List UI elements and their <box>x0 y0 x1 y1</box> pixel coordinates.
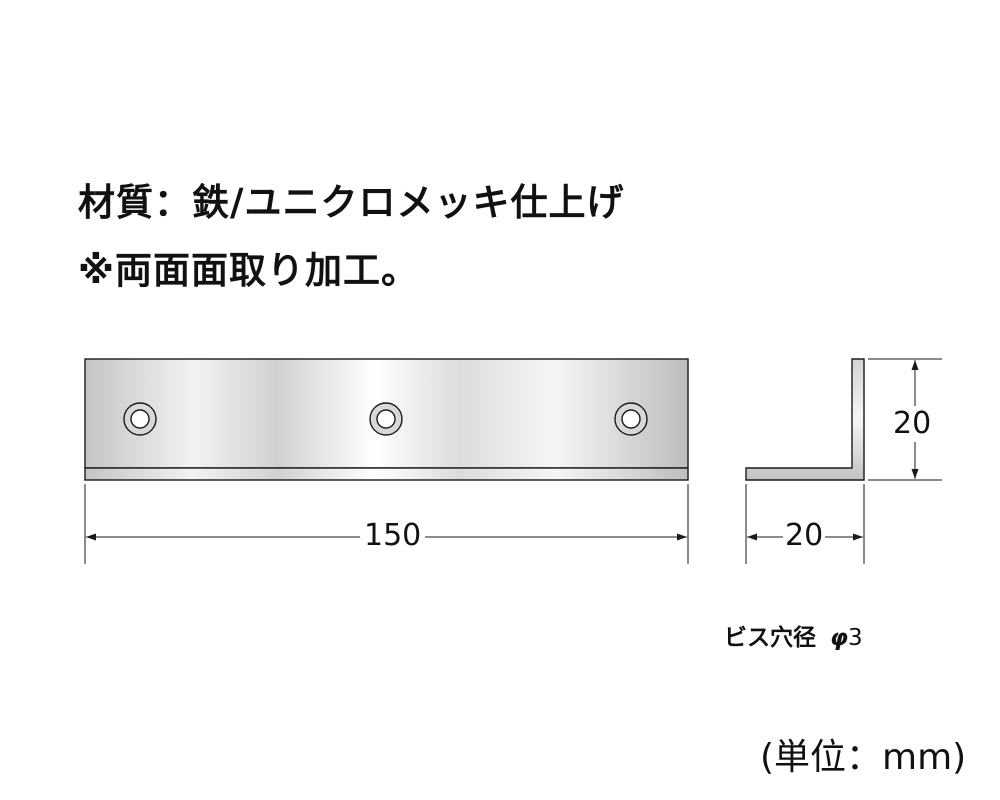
unit-note: (単位：mm) <box>760 737 967 778</box>
screw-hole-right <box>614 402 648 436</box>
height-dimension-label: 20 <box>893 406 932 442</box>
bracket-side-view <box>745 358 865 481</box>
width-dimension-label: 20 <box>783 518 826 554</box>
diameter-symbol: φ <box>830 625 848 651</box>
screw-hole-left <box>123 402 157 436</box>
screw-hole-diameter-note: ビス穴径 φ3 <box>724 618 863 652</box>
screw-hole-label: ビス穴径 <box>724 625 816 651</box>
bracket-front-view <box>84 358 689 481</box>
screw-hole-diameter-value: 3 <box>848 625 863 651</box>
l-profile <box>745 358 865 481</box>
length-dimension-label: 150 <box>360 518 426 554</box>
material-spec: 材質：鉄/ユニクロメッキ仕上げ <box>78 181 625 224</box>
bracket-bottom-flange <box>84 467 689 481</box>
chamfer-note: ※両面面取り加工。 <box>78 249 419 292</box>
screw-hole-center <box>369 402 403 436</box>
